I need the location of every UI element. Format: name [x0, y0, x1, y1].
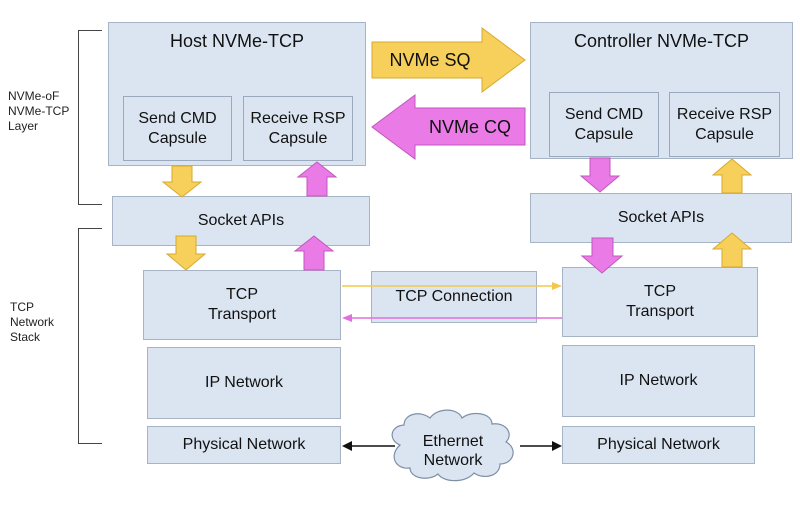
controller-tcp-transport: TCP Transport	[562, 267, 758, 337]
nvme-cq-label: NVMe CQ	[428, 117, 511, 137]
nvme-cq-arrow	[371, 94, 526, 160]
ethernet-link-right-arrowhead	[552, 441, 562, 451]
ethernet-network-line-2: Network	[423, 452, 483, 469]
nvme-layer-label-line-3: Layer	[8, 119, 39, 133]
tcp-stack-label-line-3: Stack	[10, 330, 41, 344]
host-send-cmd-line-2: Capsule	[148, 129, 207, 147]
host-physical-network: Physical Network	[147, 426, 341, 464]
controller-ip-network: IP Network	[562, 345, 755, 417]
host-tcp-transport-line-2: Transport	[208, 306, 276, 323]
host-socket-apis-label: Socket APIs	[197, 212, 285, 229]
nvme-layer-label-line-2: NVMe-TCP	[8, 104, 70, 118]
controller-socket-apis: Socket APIs	[530, 193, 792, 243]
controller-receive-up-arrow-2	[711, 232, 753, 268]
host-receive-rsp-capsule: Receive RSP Capsule	[243, 96, 353, 161]
controller-receive-rsp-capsule: Receive RSP Capsule	[669, 92, 780, 157]
host-ip-network: IP Network	[147, 347, 341, 419]
host-tcp-transport: TCP Transport	[143, 270, 341, 340]
tcp-stack-bracket	[78, 228, 102, 444]
tcp-connection-arrowhead-right	[552, 282, 562, 290]
controller-send-down-arrow-2	[580, 237, 624, 274]
host-socket-apis: Socket APIs	[112, 196, 370, 246]
controller-receive-up-arrow-1	[711, 158, 753, 194]
host-receive-up-arrow-1	[296, 161, 338, 197]
tcp-connection-arrowhead-left	[342, 314, 352, 322]
controller-socket-apis-label: Socket APIs	[617, 209, 705, 226]
controller-tcp-transport-line-2: Transport	[626, 303, 694, 320]
nvme-sq-arrow	[371, 27, 526, 93]
tcp-connection-box: TCP Connection	[371, 271, 537, 323]
ethernet-network-line-1: Ethernet	[422, 433, 484, 450]
controller-nvme-tcp-title: Controller NVMe-TCP	[573, 31, 750, 51]
host-receive-rsp-line-1: Receive RSP	[250, 109, 346, 127]
controller-receive-rsp-line-1: Receive RSP	[676, 105, 773, 123]
tcp-stack-label-line-2: Network	[10, 315, 55, 329]
controller-tcp-transport-line-1: TCP	[644, 283, 676, 300]
host-receive-rsp-line-2: Capsule	[268, 129, 328, 147]
tcp-stack-label-line-1: TCP	[10, 300, 34, 314]
nvme-layer-label-line-1: NVMe-oF	[8, 89, 60, 103]
tcp-connection-label: TCP Connection	[395, 288, 513, 305]
nvme-layer-label: NVMe-oF NVMe-TCP Layer	[8, 89, 69, 134]
controller-receive-rsp-line-2: Capsule	[695, 125, 754, 143]
controller-send-cmd-line-1: Send CMD	[564, 105, 644, 123]
host-send-down-arrow-2	[165, 235, 207, 271]
controller-send-cmd-line-2: Capsule	[574, 125, 634, 143]
ethernet-link-left-arrowhead	[342, 441, 352, 451]
ethernet-network-label: Ethernet Network	[400, 432, 506, 470]
ethernet-cloud-shape	[391, 409, 514, 482]
host-nvme-tcp-title: Host NVMe-TCP	[169, 31, 304, 51]
host-send-down-arrow-1	[161, 165, 203, 198]
host-ip-network-label: IP Network	[205, 374, 283, 391]
controller-physical-network: Physical Network	[562, 426, 755, 464]
host-tcp-transport-line-1: TCP	[226, 286, 258, 303]
nvme-layer-bracket	[78, 30, 102, 205]
controller-send-down-arrow-1	[579, 157, 621, 193]
nvme-sq-label: NVMe SQ	[389, 50, 471, 70]
host-receive-up-arrow-2	[293, 235, 335, 271]
host-physical-network-label: Physical Network	[182, 436, 306, 453]
controller-send-cmd-capsule: Send CMD Capsule	[549, 92, 659, 157]
controller-ip-network-label: IP Network	[619, 372, 698, 389]
tcp-stack-label: TCP Network Stack	[10, 300, 54, 345]
host-send-cmd-capsule: Send CMD Capsule	[123, 96, 232, 161]
host-send-cmd-line-1: Send CMD	[138, 109, 217, 127]
controller-physical-network-label: Physical Network	[597, 436, 720, 453]
